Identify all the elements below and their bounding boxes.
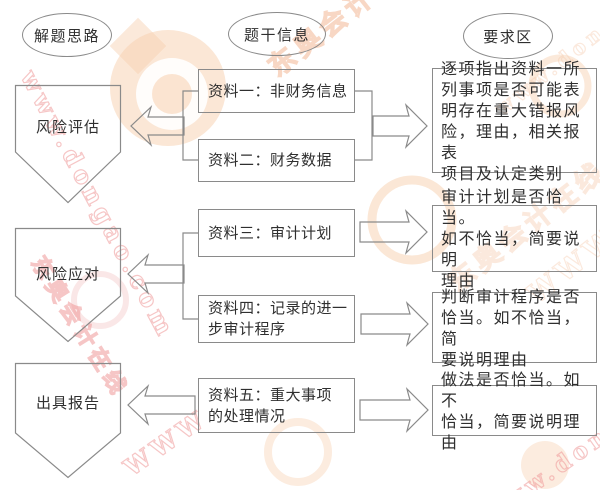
requirement-text: 审计计划是否恰当。 如不恰当，简要说明 理由 <box>441 187 582 290</box>
watermark-ring-icon <box>367 175 457 265</box>
arrow-right-3 <box>360 301 429 347</box>
bracket-top-right <box>355 90 373 161</box>
material-box-3: 资料三：审计计划 <box>198 209 355 257</box>
stage-pentagon-issue-report: 出具报告 <box>14 362 122 479</box>
node-approach-ellipse: 解题思路 <box>22 13 112 57</box>
material-box-5: 资料五：重大事项 的处理情况 <box>198 378 355 433</box>
requirement-box-4: 做法是否恰当。如不 恰当，简要说明理由 <box>432 370 597 452</box>
stage-label: 风险评估 <box>35 117 100 136</box>
watermark-ring-icon <box>264 418 332 486</box>
dongao-logo-icon <box>109 17 226 146</box>
material-label: 资料五：重大事项 的处理情况 <box>208 385 333 425</box>
pentagon-shape <box>14 362 122 479</box>
material-label: 资料二：财务数据 <box>208 151 333 169</box>
stage-pentagon-risk-assessment: 风险评估 <box>14 84 122 204</box>
arrow-left-2 <box>127 253 185 295</box>
requirement-area-label: 要求区 <box>483 27 533 46</box>
bracket-top-left <box>182 90 198 161</box>
watermark-ring-icon <box>528 54 592 118</box>
requirement-box-1: 逐项指出资料一所 列事项是否可能表 明存在重大错报风 险，理由，相关报表 项目及… <box>432 59 597 183</box>
material-label: 资料四：记录的进一 步审计程序 <box>208 299 348 338</box>
watermark-blob-icon <box>521 441 569 489</box>
arrow-left-3 <box>127 384 196 426</box>
arrow-right-4 <box>359 387 429 433</box>
pentagon-shape <box>14 227 122 343</box>
watermark-ring-icon <box>71 271 129 329</box>
requirement-box-2: 审计计划是否恰当。 如不恰当，简要说明 理由 <box>432 187 597 290</box>
material-box-2: 资料二：财务数据 <box>198 139 355 182</box>
stage-label: 出具报告 <box>35 393 100 412</box>
pentagon-shape <box>14 84 122 204</box>
approach-label: 解题思路 <box>33 26 100 45</box>
material-label: 资料一：非财务信息 <box>208 81 348 100</box>
stage-label: 风险应对 <box>35 264 100 283</box>
requirement-text: 逐项指出资料一所 列事项是否可能表 明存在重大错报风 险，理由，相关报表 项目及… <box>441 58 582 183</box>
arrow-right-1 <box>372 103 428 149</box>
stem-label: 题干信息 <box>243 25 310 44</box>
requirement-text: 做法是否恰当。如不 恰当，简要说明理由 <box>441 369 582 452</box>
node-stem-ellipse: 题干信息 <box>228 12 326 56</box>
bracket-middle-left <box>182 232 198 320</box>
material-box-4: 资料四：记录的进一 步审计程序 <box>198 295 355 343</box>
arrow-right-2 <box>359 209 428 255</box>
requirement-text: 判断审计程序是否 恰当。如不恰当，简 要说明理由 <box>441 286 582 369</box>
arrow-left-1 <box>130 105 185 147</box>
node-requirement-ellipse: 要求区 <box>463 13 553 59</box>
material-box-1: 资料一：非财务信息 <box>198 69 355 113</box>
material-label: 资料三：审计计划 <box>208 223 333 242</box>
stage-pentagon-risk-response: 风险应对 <box>14 227 122 343</box>
requirement-box-3: 判断审计程序是否 恰当。如不恰当，简 要说明理由 <box>432 287 597 369</box>
